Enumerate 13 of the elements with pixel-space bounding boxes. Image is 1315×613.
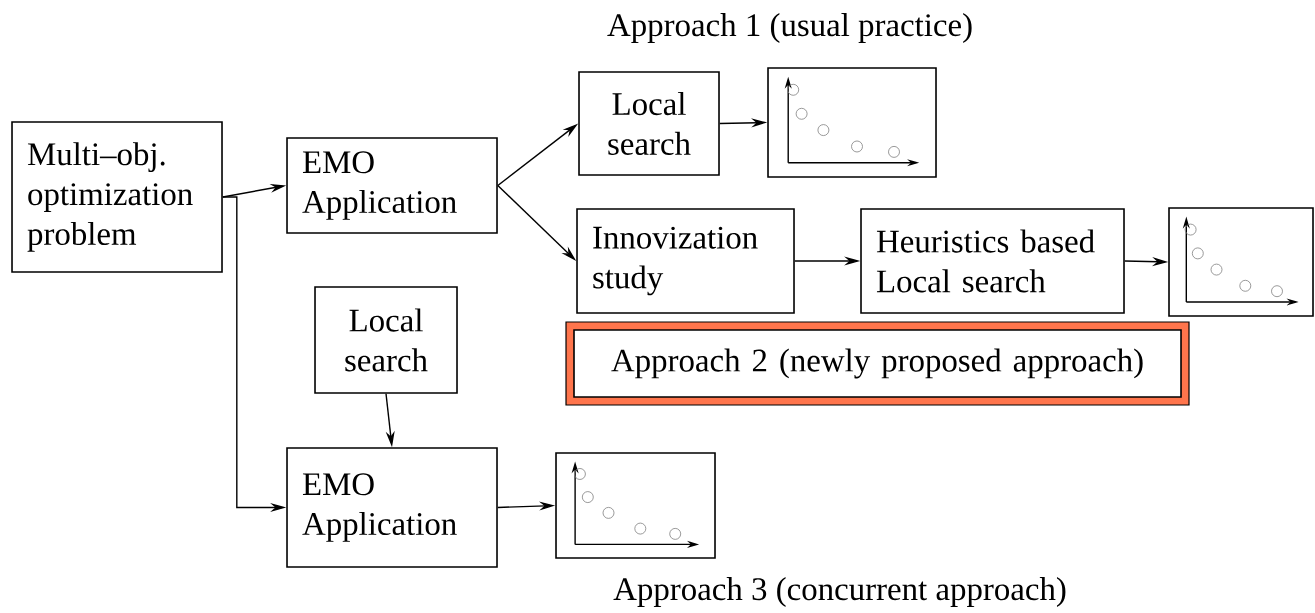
scatter-plot-drawing bbox=[767, 67, 937, 178]
scatter-plot-drawing bbox=[1168, 207, 1314, 317]
scatter-plot-drawing bbox=[555, 452, 716, 559]
approach-label: Approach 3 (concurrent approach) bbox=[613, 577, 1066, 607]
process-box: Innovization study bbox=[576, 208, 795, 314]
process-box: Local search bbox=[314, 286, 458, 394]
process-box: Multi–obj. optimization problem bbox=[11, 121, 223, 273]
process-box: Local search bbox=[578, 71, 720, 176]
process-box: EMO Application bbox=[286, 137, 498, 234]
approach-label: Approach 1 (usual practice) bbox=[607, 13, 972, 43]
process-box: Heuristics based Local search bbox=[860, 208, 1125, 314]
process-box: EMO Application bbox=[286, 447, 498, 568]
highlighted-label-box: Approach 2 (newly proposed approach) bbox=[565, 321, 1190, 406]
